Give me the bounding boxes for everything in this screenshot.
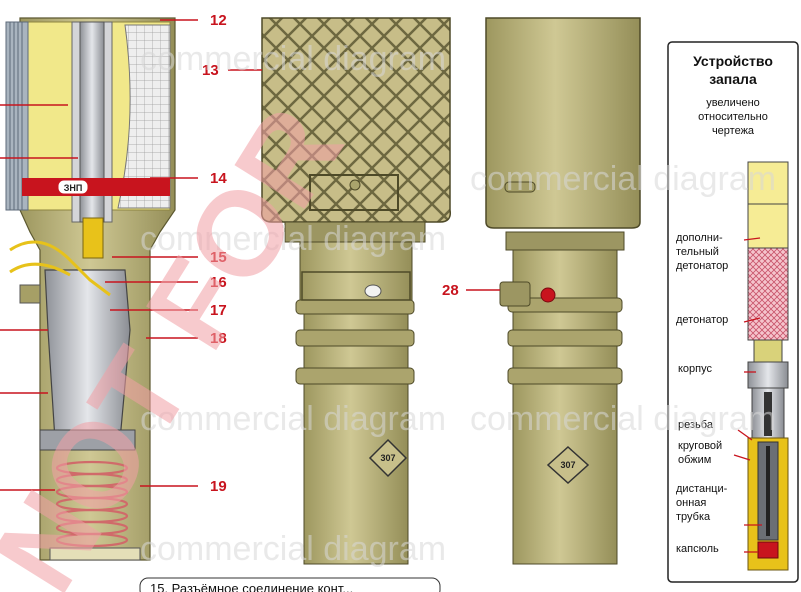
external-grenade: 307 [260, 17, 452, 565]
callout-28: 28 [442, 282, 459, 299]
label-primer: капсюль [676, 543, 719, 555]
watermark-2: commercial diagram [140, 220, 446, 258]
panel-title-1: Устройство [693, 53, 773, 69]
label-extra-det-1: дополни- [676, 232, 723, 244]
watermark-3: commercial diagram [140, 400, 446, 438]
svg-text:307: 307 [560, 460, 575, 470]
cutaway-grenade: ЗНП [0, 17, 176, 561]
badge-307-right: 307 [546, 445, 590, 485]
caption-text: 15. Разъёмное соединение конт... [150, 581, 353, 592]
label-body: корпус [678, 363, 713, 375]
label-tube-1: дистанци- [676, 483, 728, 495]
callout-15: 15 [210, 249, 227, 266]
callout-17: 17 [210, 302, 227, 319]
label-detonator: детонатор [676, 314, 728, 326]
fuse-panel: Устройство запала увеличено относительно… [667, 41, 799, 583]
callout-14: 14 [210, 170, 227, 187]
svg-text:307: 307 [380, 453, 395, 463]
callouts: 12 13 14 15 16 17 18 19 28 [105, 12, 500, 495]
callout-18: 18 [210, 330, 227, 347]
label-extra-det-2: тельный [676, 246, 719, 258]
badge-307: 307 [368, 438, 408, 478]
callout-13: 13 [202, 62, 219, 79]
label-tube-3: трубка [676, 511, 711, 523]
watermark-6: commercial diagram [470, 400, 776, 438]
panel-sub-1: увеличено [706, 97, 760, 109]
watermark-4: commercial diagram [140, 530, 446, 568]
watermark-1: commercial diagram [140, 40, 446, 78]
panel-title-2: запала [709, 71, 757, 87]
callout-19: 19 [210, 478, 227, 495]
caption: 15. Разъёмное соединение конт... [139, 577, 441, 592]
label-crimp-2: обжим [678, 454, 711, 466]
label-thread: резьба [678, 419, 714, 431]
band-label: ЗНП [64, 183, 83, 193]
panel-sub-2: относительно [698, 111, 768, 123]
label-crimp-1: круговой [678, 440, 722, 452]
panel-sub-3: чертежа [712, 125, 755, 137]
watermark-5: commercial diagram [470, 160, 776, 198]
callout-12: 12 [210, 12, 227, 29]
label-extra-det-3: детонатор [676, 260, 728, 272]
exterior-grenade: 307 [485, 17, 641, 565]
callout-16: 16 [210, 274, 227, 291]
label-tube-2: онная [676, 497, 706, 509]
